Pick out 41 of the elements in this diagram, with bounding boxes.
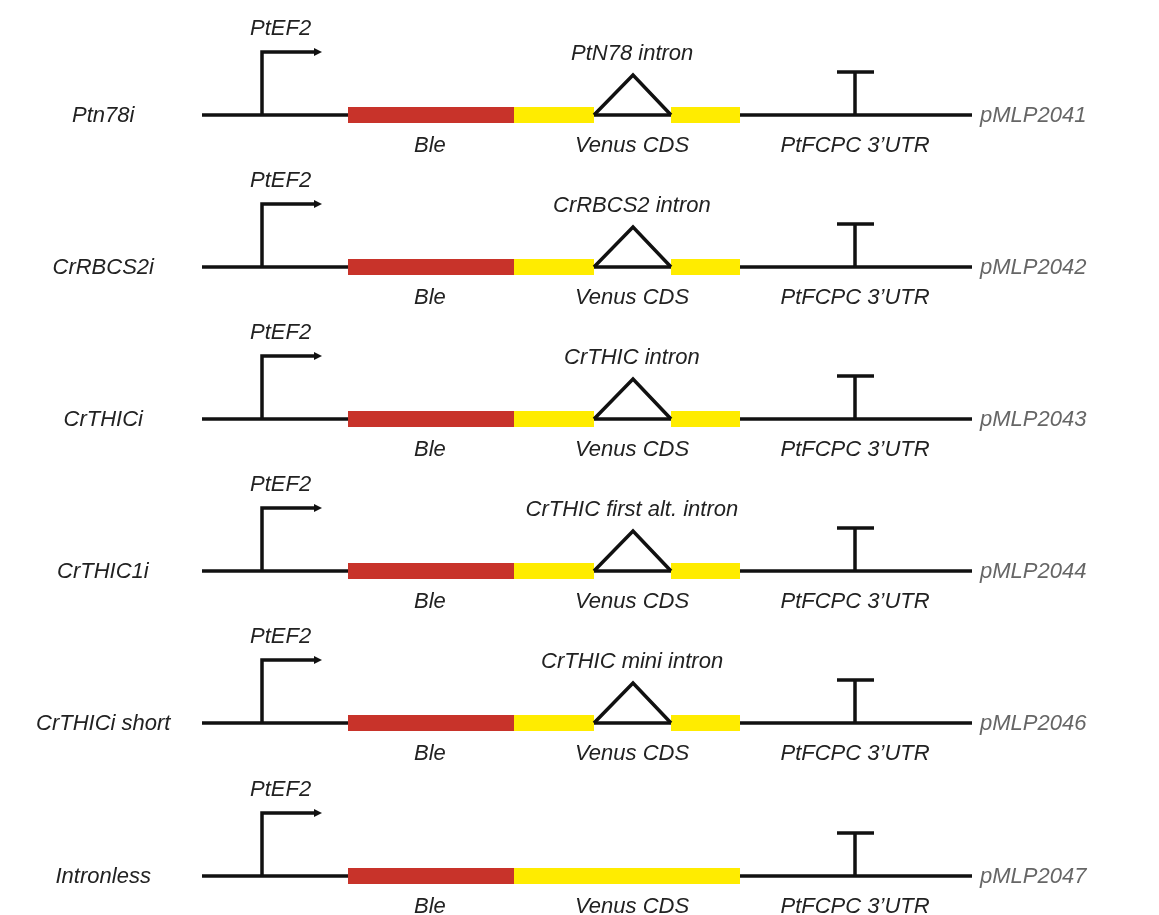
gene-label: Venus CDS xyxy=(575,284,690,310)
promoter-label: PtEF2 xyxy=(250,776,312,802)
terminator-label: PtFCPC 3’UTR xyxy=(780,588,930,614)
promoter-label: PtEF2 xyxy=(250,167,312,193)
construct-name: Intronless xyxy=(55,863,151,889)
plasmid-name: pMLP2047 xyxy=(980,863,1087,889)
intron-label: CrTHIC intron xyxy=(564,344,700,370)
construct-name: CrTHICi xyxy=(63,406,143,432)
terminator-label: PtFCPC 3’UTR xyxy=(780,740,930,766)
gene-label: Ble xyxy=(414,436,446,462)
gene-label: Venus CDS xyxy=(575,588,690,614)
promoter-label: PtEF2 xyxy=(250,319,312,345)
intron-label: PtN78 intron xyxy=(571,40,694,66)
gene-label: Ble xyxy=(414,740,446,766)
construct-name: Ptn78i xyxy=(72,102,135,128)
gene-label: Ble xyxy=(414,284,446,310)
gene-label: Venus CDS xyxy=(575,436,690,462)
intron-label: CrTHIC mini intron xyxy=(541,648,724,674)
promoter-label: PtEF2 xyxy=(250,471,312,497)
plasmid-name: pMLP2041 xyxy=(980,102,1087,128)
terminator-label: PtFCPC 3’UTR xyxy=(780,436,930,462)
construct-name: CrTHIC1i xyxy=(57,558,149,584)
gene-label: Ble xyxy=(414,132,446,158)
plasmid-name: pMLP2044 xyxy=(980,558,1087,584)
construct-name: CrRBCS2i xyxy=(52,254,154,280)
promoter-label: PtEF2 xyxy=(250,623,312,649)
gene-label: Ble xyxy=(414,588,446,614)
plasmid-name: pMLP2042 xyxy=(980,254,1087,280)
gene-label: Ble xyxy=(414,893,446,915)
gene-label: Venus CDS xyxy=(575,132,690,158)
terminator-label: PtFCPC 3’UTR xyxy=(780,284,930,310)
gene-label: Venus CDS xyxy=(575,740,690,766)
promoter-label: PtEF2 xyxy=(250,15,312,41)
terminator-label: PtFCPC 3’UTR xyxy=(780,132,930,158)
plasmid-name: pMLP2046 xyxy=(980,710,1087,736)
intron-label: CrTHIC first alt. intron xyxy=(525,496,739,522)
terminator-label: PtFCPC 3’UTR xyxy=(780,893,930,915)
gene-label: Venus CDS xyxy=(575,893,690,915)
intron-label: CrRBCS2 intron xyxy=(553,192,711,218)
construct-name: CrTHICi short xyxy=(36,710,171,736)
plasmid-name: pMLP2043 xyxy=(980,406,1087,432)
